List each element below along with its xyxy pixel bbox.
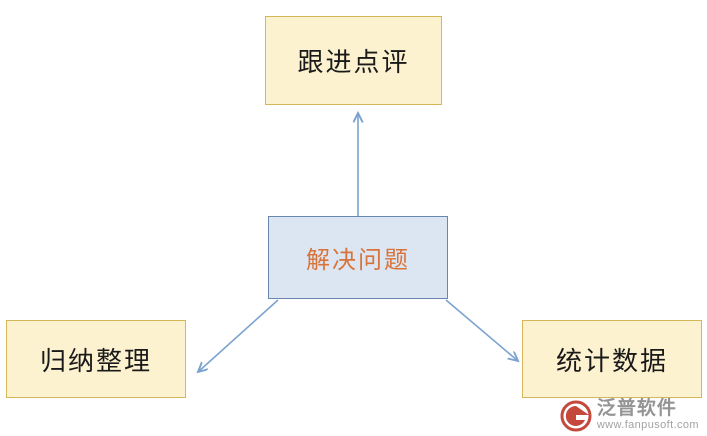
- edge-solve-to-summarize: [198, 299, 279, 372]
- node-follow-up-label: 跟进点评: [297, 47, 410, 77]
- watermark-url: www.fanpusoft.com: [596, 419, 699, 431]
- edge-solve-to-statistics: [445, 299, 518, 361]
- node-statistics[interactable]: 统计数据: [522, 320, 702, 398]
- watermark-title: 泛普软件: [596, 398, 677, 419]
- node-follow-up[interactable]: 跟进点评: [265, 16, 442, 105]
- node-solve-label: 解决问题: [306, 247, 410, 274]
- node-statistics-label: 统计数据: [555, 345, 668, 376]
- brand-logo-icon: [560, 400, 592, 431]
- watermark: 泛普软件 www.fanpusoft.com: [560, 399, 699, 432]
- node-summarize[interactable]: 归纳整理: [6, 320, 186, 398]
- node-summarize-label: 归纳整理: [39, 345, 152, 376]
- node-solve[interactable]: 解决问题: [268, 216, 448, 299]
- watermark-text: 泛普软件 www.fanpusoft.com: [597, 399, 699, 432]
